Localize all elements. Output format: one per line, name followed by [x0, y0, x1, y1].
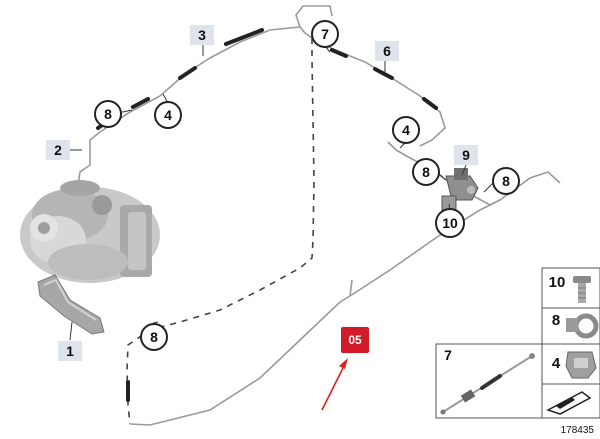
callout-2-text: 2	[54, 142, 62, 158]
callout-8b: 8	[412, 158, 440, 186]
callout-9-text: 9	[462, 147, 470, 163]
callout-9: 9	[454, 145, 478, 165]
detail-box-part-7: 7	[435, 343, 543, 419]
callout-2: 2	[46, 140, 70, 160]
callout-8a: 8	[94, 100, 122, 128]
callout-7: 7	[311, 20, 339, 48]
detail-box-number: 7	[444, 347, 452, 363]
callout-10: 10	[435, 208, 465, 238]
callout-3: 3	[190, 25, 214, 45]
callout-4a: 4	[154, 101, 182, 129]
bracket-part-1	[37, 274, 105, 335]
pressure-valve-assembly	[441, 168, 479, 211]
panel-item-10[interactable]: 10	[549, 274, 591, 303]
callout-7-text: 7	[321, 26, 329, 42]
callout-10-text: 10	[442, 215, 458, 231]
view-arrow-icon	[546, 391, 592, 415]
callout-8d: 8	[140, 323, 168, 351]
pressure-hose-icon	[440, 353, 535, 415]
highlight-arrow-icon	[321, 358, 348, 411]
callout-4a-text: 4	[164, 107, 172, 123]
pipe-run-right	[295, 5, 561, 297]
panel-item-8[interactable]: 8	[552, 312, 599, 339]
panel-item-10-number: 10	[549, 274, 566, 291]
turbocharger-illustration	[20, 180, 160, 283]
panel-item-4-number: 4	[552, 355, 561, 372]
callout-6: 6	[375, 41, 399, 61]
clip-icon	[565, 351, 597, 379]
callout-3-text: 3	[198, 27, 206, 43]
callout-1: 1	[58, 341, 82, 361]
bolt-icon	[573, 276, 591, 303]
callout-8c-text: 8	[502, 173, 510, 189]
panel-item-8-number: 8	[552, 312, 560, 329]
diagram-id: 178435	[561, 425, 595, 436]
callout-4b: 4	[392, 116, 420, 144]
callout-8c: 8	[492, 167, 520, 195]
highlight-badge[interactable]: 05	[341, 327, 369, 353]
callout-8b-text: 8	[422, 164, 430, 180]
panel-item-4[interactable]: 4	[552, 351, 597, 379]
callout-8a-text: 8	[104, 106, 112, 122]
callout-8d-text: 8	[150, 329, 158, 345]
callout-1-text: 1	[66, 343, 74, 359]
highlight-badge-text: 05	[348, 333, 362, 347]
callout-4b-text: 4	[402, 122, 410, 138]
callout-6-text: 6	[383, 43, 391, 59]
clamp-icon	[566, 313, 599, 339]
small-parts-panel: 10 8 4	[541, 267, 600, 419]
leader-lines	[66, 43, 495, 341]
